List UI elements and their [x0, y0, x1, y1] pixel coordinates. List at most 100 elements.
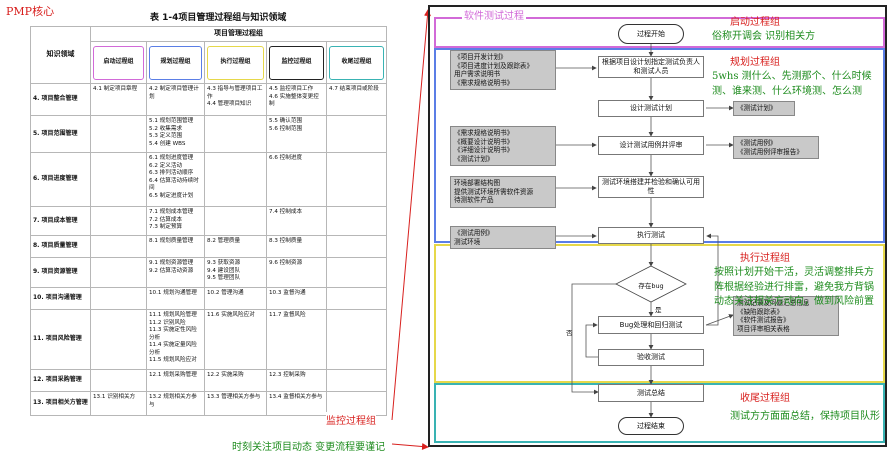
doc-line: 《软件测试报告》 — [737, 316, 790, 325]
start-group-box — [434, 17, 885, 48]
process-cell — [325, 309, 388, 370]
phase-header-5: 收尾过程组 — [325, 41, 388, 84]
process-cell — [325, 206, 388, 236]
step-fix: Bug处理和回归测试 — [598, 316, 704, 334]
process-cell: 9.6 控制资源 — [266, 257, 327, 288]
process-cell: 13.1 识别相关方 — [90, 391, 147, 416]
phase-label: 监控过程组 — [269, 45, 324, 80]
doc-line: 环境部署结构图 — [454, 179, 501, 187]
doc-line: 待测软件产品 — [454, 196, 494, 205]
phase-label: 执行过程组 — [207, 45, 264, 80]
knowledge-area: 9. 项目资源管理 — [30, 257, 91, 288]
process-cell: 4.5 监控项目工作 4.6 实施整体变更控制 — [266, 83, 327, 116]
header-knowledge-area: 知识领域 — [30, 26, 91, 84]
doc-line: 《测试用例》 — [737, 139, 777, 147]
step-plan: 设计测试计划 — [598, 100, 704, 117]
doc-line: 《测试用例评审报告》 — [737, 147, 803, 156]
phase-label: 规划过程组 — [149, 45, 202, 80]
step-env: 测试环境搭建并检验和确认可用性 — [598, 176, 704, 198]
table-caption: 表 1-4项目管理过程组与知识领域 — [150, 13, 287, 23]
bottom-note: 时刻关注项目动态 变更流程要谨记 — [232, 442, 386, 451]
decision-label: 存在bug — [638, 282, 664, 290]
doc-line: 测试记录及问题汇总信息 — [737, 299, 810, 307]
doc-line: 《项目进度计划及跟踪表》 — [454, 61, 534, 70]
doc-line: 测试环境 — [454, 237, 481, 246]
doc-line: 《项目开发计划》 — [454, 53, 507, 61]
process-cell: 7.1 规划成本管理 7.2 估算成本 7.3 制定预算 — [146, 206, 205, 236]
phase-label: 启动过程组 — [93, 45, 144, 80]
process-cell: 6.1 规划进度管理 6.2 定义活动 6.3 排列活动顺序 6.4 估算活动持… — [146, 152, 205, 207]
knowledge-area: 4. 项目整合管理 — [30, 83, 91, 116]
knowledge-area: 11. 项目风险管理 — [30, 309, 91, 370]
doc-test-plan: 《测试计划》 — [733, 101, 795, 116]
doc-line: 《测试计划》 — [737, 104, 777, 112]
monitor-group-note: 监控过程组 — [326, 412, 376, 427]
step-review: 设计测试用例并评审 — [598, 136, 704, 155]
note-close-title: 收尾过程组 — [740, 393, 790, 404]
end-node: 过程结束 — [618, 417, 684, 435]
doc-line: 《需求规格说明书》 — [454, 78, 514, 87]
process-cell — [90, 309, 147, 370]
doc-line: 《概要设计说明书》 — [454, 137, 514, 146]
pmp-core-label: PMP核心 — [6, 5, 55, 18]
process-cell: 4.3 指导与管理项目工作 4.4 管理项目知识 — [204, 83, 267, 116]
step-assign: 根据项目设计划指定测试负责人和测试人员 — [598, 56, 704, 78]
note-start-title: 启动过程组 — [730, 17, 780, 28]
step-exec: 执行测试 — [598, 227, 704, 244]
process-cell — [204, 152, 267, 207]
process-cell: 6.6 控制进度 — [266, 152, 327, 207]
exec-group-box — [434, 244, 885, 383]
process-cell: 4.7 结束项目或阶段 — [325, 83, 388, 116]
connector-arrow-down — [391, 443, 429, 450]
decision-diamond — [615, 265, 687, 303]
flow-title: 软件测试过程 — [462, 7, 526, 22]
phase-label: 收尾过程组 — [329, 45, 385, 80]
knowledge-area: 7. 项目成本管理 — [30, 206, 91, 236]
process-cell: 9.1 规划资源管理 9.2 估算活动资源 — [146, 257, 205, 288]
doc-line: 《详细设计说明书》 — [454, 146, 514, 155]
step-accept: 验收测试 — [598, 349, 704, 366]
doc-line: 提供测试环境所需软件资源 — [454, 187, 534, 196]
knowledge-process-table: 知识领域 项目管理过程组 启动过程组规划过程组执行过程组监控过程组收尾过程组 4… — [30, 26, 388, 416]
doc-review-output: 《测试用例》《测试用例评审报告》 — [733, 136, 819, 160]
process-cell: 13.3 管理相关方参与 — [204, 391, 267, 416]
header-process-groups: 项目管理过程组 — [89, 26, 388, 42]
doc-line: 《测试计划》 — [454, 154, 494, 163]
decision-yes-label: 是 — [655, 306, 662, 314]
doc-line: 项目评审相关表格 — [737, 324, 790, 333]
process-cell: 11.7 监督风险 — [266, 309, 327, 370]
doc-inputs-plan: 《项目开发计划》《项目进度计划及跟踪表》用户需求说明书《需求规格说明书》 — [450, 50, 556, 91]
note-plan-title: 规划过程组 — [730, 57, 780, 68]
note-start-text: 俗称开调会 识别相关方 — [712, 31, 816, 42]
doc-inputs-review: 《需求规格说明书》《概要设计说明书》《详细设计说明书》《测试计划》 — [450, 126, 556, 167]
decision-no-label: 否 — [566, 329, 573, 337]
note-exec-title: 执行过程组 — [740, 253, 790, 264]
process-cell — [325, 115, 388, 153]
process-cell: 10.2 管理沟通 — [204, 287, 267, 310]
note-close-text: 测试方方面面总结，保持项目队形 — [730, 411, 880, 422]
process-cell: 8.2 管理质量 — [204, 235, 267, 258]
connector-arrow-up — [391, 9, 431, 421]
process-cell: 11.1 规划风险管理 11.2 识别风险 11.3 实施定性风险分析 11.4… — [146, 309, 205, 370]
doc-fix-output: 测试记录及问题汇总信息《缺陷跟踪表》《软件测试报告》项目评审相关表格 — [733, 296, 839, 337]
doc-line: 用户需求说明书 — [454, 70, 501, 79]
note-exec-text: 按照计划开始干活，灵活调整排兵方阵根据经验进行排雷，避免我方背锅动态关注相关方动… — [714, 267, 874, 307]
doc-line: 《缺陷跟踪表》 — [737, 307, 784, 316]
doc-line: 《需求规格说明书》 — [454, 129, 514, 137]
step-summary: 测试总结 — [598, 384, 704, 402]
doc-inputs-exec: 《测试用例》测试环境 — [450, 226, 556, 250]
table-row: 7. 项目成本管理 7.1 规划成本管理 7.2 估算成本 7.3 制定预算 7.4… — [30, 206, 388, 236]
start-node: 过程开始 — [618, 24, 684, 44]
process-cell: 7.4 控制成本 — [266, 206, 327, 236]
note-plan-text: 5whs 测什么、先测那个、什么时候测、谁来测、什么环境测、怎么测 — [712, 71, 872, 97]
flowchart-frame — [428, 5, 887, 447]
doc-inputs-env: 环境部署结构图提供测试环境所需软件资源待测软件产品 — [450, 176, 556, 208]
